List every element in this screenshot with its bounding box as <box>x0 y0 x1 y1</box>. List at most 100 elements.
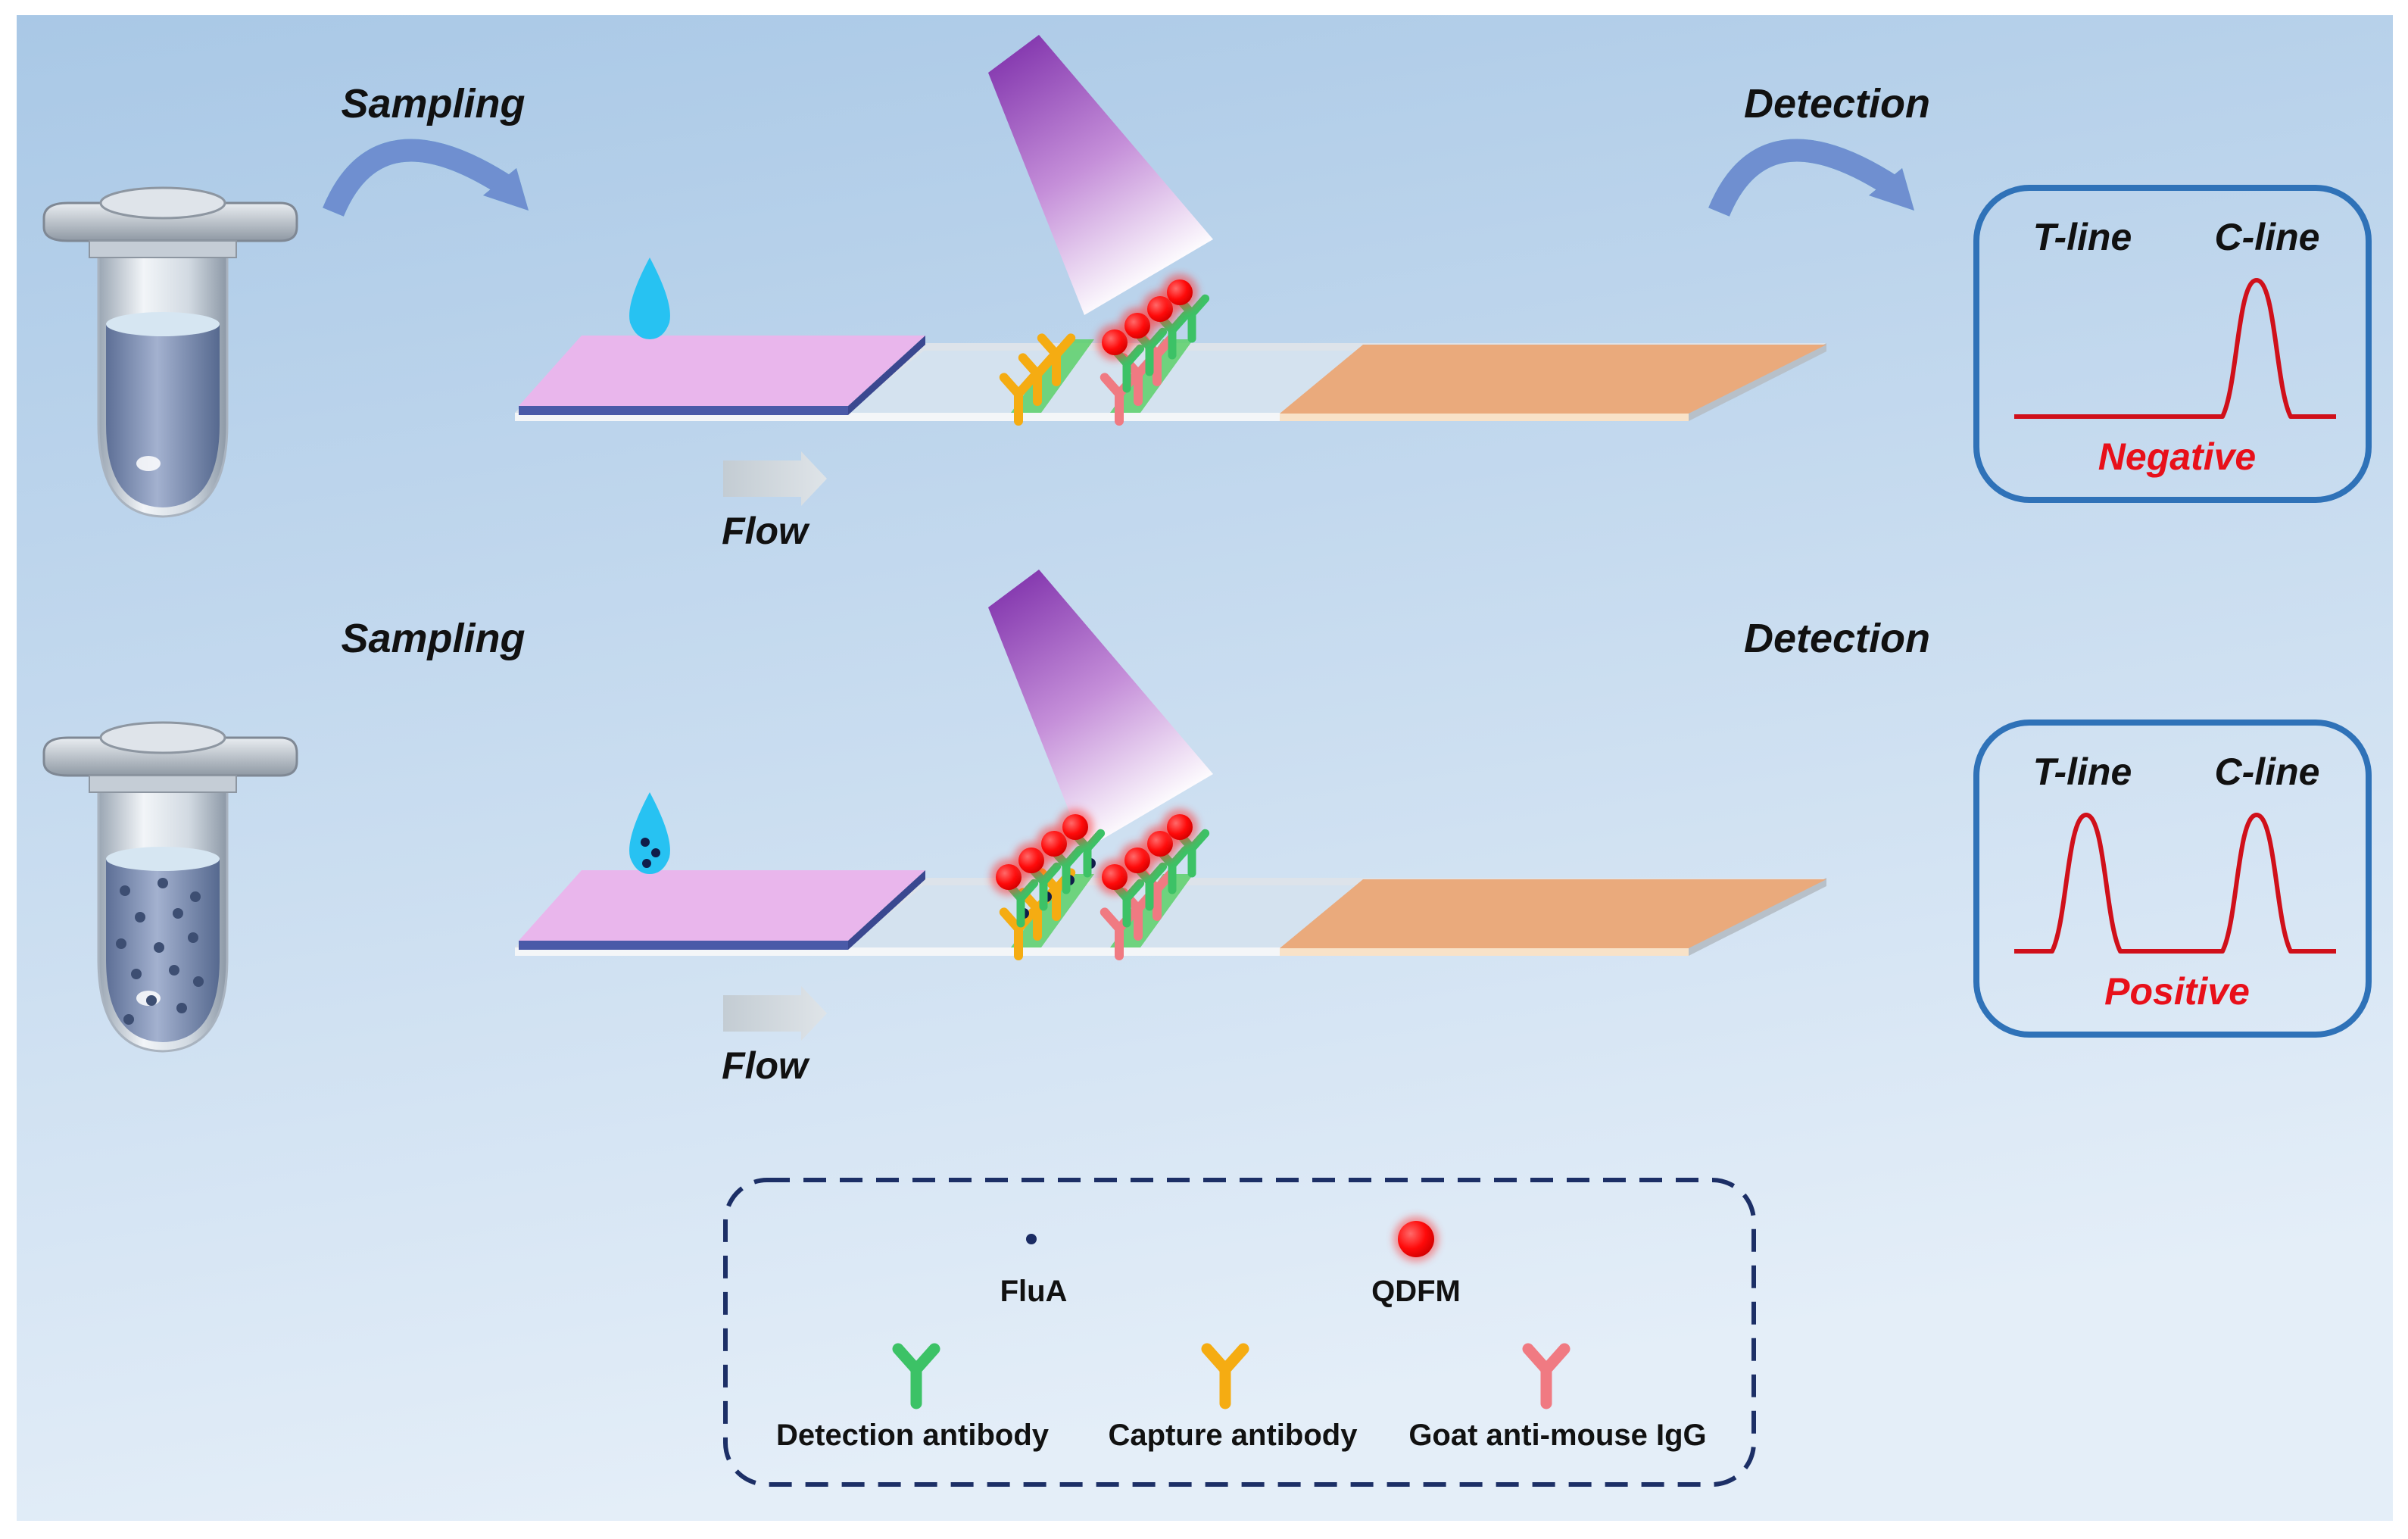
sample-tube-cap-lid <box>42 736 298 777</box>
absorbent-pad-edge <box>1280 414 1689 421</box>
backing-edge-side <box>1689 343 1826 421</box>
legend-item-capture-antibody: Capture antibody <box>1109 1343 1358 1452</box>
sampling-label: Sampling <box>341 81 525 126</box>
sample-pad-side <box>848 870 925 950</box>
detection-arrow-shaft <box>1708 139 1901 217</box>
flow-label: Flow <box>722 1044 810 1087</box>
result-label: Positive <box>2104 970 2250 1013</box>
detection-antibody-icon <box>892 1343 940 1409</box>
signal-curve <box>2014 813 2336 954</box>
uv-light-beam <box>988 35 1213 315</box>
qdfm-sphere-core <box>1124 848 1150 873</box>
backing-edge-side <box>1689 878 1826 956</box>
result-box-border <box>1973 185 2372 503</box>
sample-pad-edge <box>519 941 848 950</box>
goat-antibody-icon-arms <box>1522 1343 1571 1375</box>
sample-particle <box>169 965 179 976</box>
flow-indicator: Flow <box>722 986 827 1087</box>
sample-particle <box>116 938 126 949</box>
sampling-arrow-head <box>483 168 529 211</box>
flow-label: Flow <box>722 510 810 552</box>
sample-tube-cap-top <box>99 721 226 754</box>
legend-label-detection-antibody: Detection antibody <box>776 1419 1050 1452</box>
qdfm-sphere-core <box>1167 814 1193 840</box>
sampling-arrow-shaft <box>323 139 516 217</box>
t-line-label: T-line <box>2033 216 2132 258</box>
sample-particle <box>154 942 164 953</box>
detection-arrow <box>1708 139 1914 217</box>
absorbent-pad <box>1280 345 1826 414</box>
sample-particle <box>158 878 168 888</box>
absorbent-pad-edge <box>1280 948 1689 956</box>
detection-arrow-head <box>1869 168 1914 211</box>
qdfm-sphere-core <box>1062 814 1088 840</box>
droplet-particle <box>641 838 650 847</box>
sample-tube-highlight <box>136 456 161 471</box>
qdfm-sphere <box>1162 809 1198 845</box>
sampling-arrow <box>323 139 529 217</box>
flua-icon <box>1026 1234 1037 1244</box>
legend-item-goat-antibody: Goat anti-mouse IgG <box>1408 1343 1707 1452</box>
sample-tube <box>42 186 298 518</box>
detection-label: Detection <box>1744 81 1930 126</box>
sample-particle <box>135 912 145 922</box>
sample-particle <box>188 932 198 943</box>
legend-box <box>723 1178 1756 1487</box>
capture-antibody-arms <box>1037 333 1076 359</box>
droplet-particle <box>642 859 651 868</box>
sample-droplet <box>629 258 670 339</box>
sample-particle <box>193 976 204 987</box>
legend-label-capture-antibody: Capture antibody <box>1109 1419 1358 1452</box>
detection-antibody-icon-arms <box>892 1343 940 1375</box>
sample-particle <box>131 969 142 979</box>
sample-tube-cap-top <box>99 186 226 220</box>
sample-particle <box>123 1014 134 1025</box>
test-lines <box>990 809 1210 960</box>
detection-label: Detection <box>1744 616 1930 661</box>
sample-tube-group <box>42 186 298 518</box>
legend-label-goat-antibody: Goat anti-mouse IgG <box>1408 1419 1706 1452</box>
qdfm-sphere <box>1057 809 1093 845</box>
test-strip <box>515 336 1826 421</box>
sample-droplet-shape <box>629 258 670 339</box>
sample-particle <box>176 1003 187 1013</box>
result-box-border <box>1973 720 2372 1038</box>
sample-particle <box>173 908 183 919</box>
qdfm-sphere-core <box>996 864 1022 890</box>
uv-light-beam <box>988 570 1213 850</box>
sample-pad-side <box>848 336 925 415</box>
sample-pad <box>519 870 925 941</box>
capture-antibody-icon-arms <box>1201 1343 1249 1375</box>
sample-tube-liquid <box>106 324 220 507</box>
sample-tube-group <box>42 721 298 1053</box>
sample-tube-rim <box>89 240 237 258</box>
capture-antibody-icon <box>1201 1343 1249 1409</box>
sample-tube-rim <box>89 775 237 793</box>
result-label: Negative <box>2098 435 2256 478</box>
sampling-label: Sampling <box>341 616 525 661</box>
qdfm-sphere-core <box>1102 864 1128 890</box>
flow-indicator: Flow <box>722 451 827 552</box>
qdfm-sphere-core <box>1167 279 1193 305</box>
capture-antibody <box>1018 353 1057 406</box>
flow-arrow-icon <box>723 986 827 1041</box>
capture-antibody-arms <box>999 373 1038 398</box>
qdfm-sphere-core <box>1018 848 1044 873</box>
goat-antibody-icon <box>1522 1343 1571 1409</box>
test-lines <box>999 274 1210 426</box>
t-line-label: T-line <box>2033 751 2132 793</box>
qdfm-sphere <box>990 859 1027 895</box>
sample-particle <box>120 885 130 896</box>
sample-tube <box>42 721 298 1053</box>
sample-tube-liquid-surface <box>106 847 220 871</box>
capture-antibody-arms <box>1018 353 1057 379</box>
legend-label-qdfm: QDFM <box>1371 1275 1461 1308</box>
legend-item-qdfm: QDFM <box>1371 1216 1461 1308</box>
